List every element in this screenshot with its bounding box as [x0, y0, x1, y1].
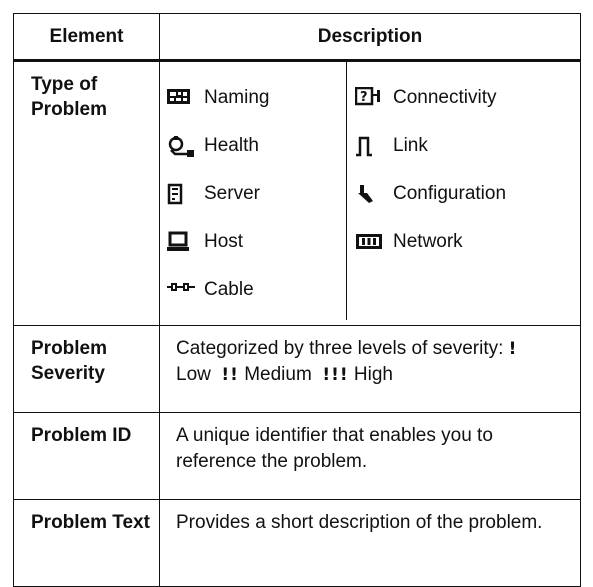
table-row: Problem ID A unique identifier that enab… [13, 412, 581, 500]
problem-type-network: Network [355, 218, 506, 266]
table-row: Problem Severity Categorized by three le… [13, 325, 581, 413]
problem-type-label: Cable [204, 279, 254, 300]
problem-type-label: Server [204, 183, 260, 204]
problem-types-left-column: Naming Health Server [160, 62, 347, 320]
link-icon [355, 135, 385, 157]
problem-type-label: Connectivity [393, 87, 497, 108]
configuration-icon [355, 183, 385, 205]
connectivity-icon: ? [355, 87, 385, 109]
problem-type-health: Health [166, 122, 346, 170]
problem-type-configuration: Configuration [355, 170, 506, 218]
problem-type-label: Health [204, 135, 259, 156]
problem-severity-description: Categorized by three levels of severity:… [159, 325, 581, 413]
table-row: Problem Text Provides a short descriptio… [13, 499, 581, 587]
problem-type-label: Configuration [393, 183, 507, 204]
health-icon [166, 135, 196, 157]
problem-id-description: A unique identifier that enables you to … [159, 412, 581, 500]
network-icon [355, 231, 385, 253]
naming-icon [166, 87, 196, 109]
problem-type-naming: Naming [166, 74, 346, 122]
problem-type-server: Server [166, 170, 346, 218]
problem-type-label: Naming [204, 87, 270, 108]
low-severity-icon: ! [508, 339, 518, 359]
table-row: Type of Problem Naming Health [13, 60, 581, 326]
description-column-header: Description [159, 13, 581, 62]
problem-severity-label: Problem Severity [13, 325, 160, 413]
type-of-problem-label: Type of Problem [13, 60, 160, 326]
high-severity-icon: !!! [322, 365, 349, 385]
medium-severity-label: Medium [244, 364, 312, 385]
problem-type-label: Network [393, 231, 463, 252]
problem-type-label: Link [393, 135, 428, 156]
problem-id-label: Problem ID [13, 412, 160, 500]
cable-icon [166, 279, 196, 301]
problem-type-link: Link [355, 122, 506, 170]
low-severity-label: Low [176, 364, 211, 385]
server-icon [166, 183, 196, 205]
element-column-header: Element [13, 13, 160, 62]
problem-type-cable: Cable [166, 266, 346, 314]
problem-type-label: Host [204, 231, 244, 252]
problem-types-cell: Naming Health Server [159, 60, 581, 326]
severity-intro-text: Categorized by three levels of severity: [176, 338, 504, 359]
problem-elements-table: Element Description Type of Problem Nami… [13, 13, 581, 587]
high-severity-label: High [353, 364, 393, 385]
medium-severity-icon: !! [221, 365, 239, 385]
table-header-row: Element Description [13, 13, 581, 62]
problem-type-host: Host [166, 218, 346, 266]
problem-text-description: Provides a short description of the prob… [159, 499, 581, 587]
problem-types-right-column: ? Connectivity Link Confi [347, 62, 506, 320]
problem-type-connectivity: ? Connectivity [355, 74, 506, 122]
host-icon [166, 231, 196, 253]
svg-text:?: ? [360, 90, 368, 105]
problem-text-label: Problem Text [13, 499, 160, 587]
